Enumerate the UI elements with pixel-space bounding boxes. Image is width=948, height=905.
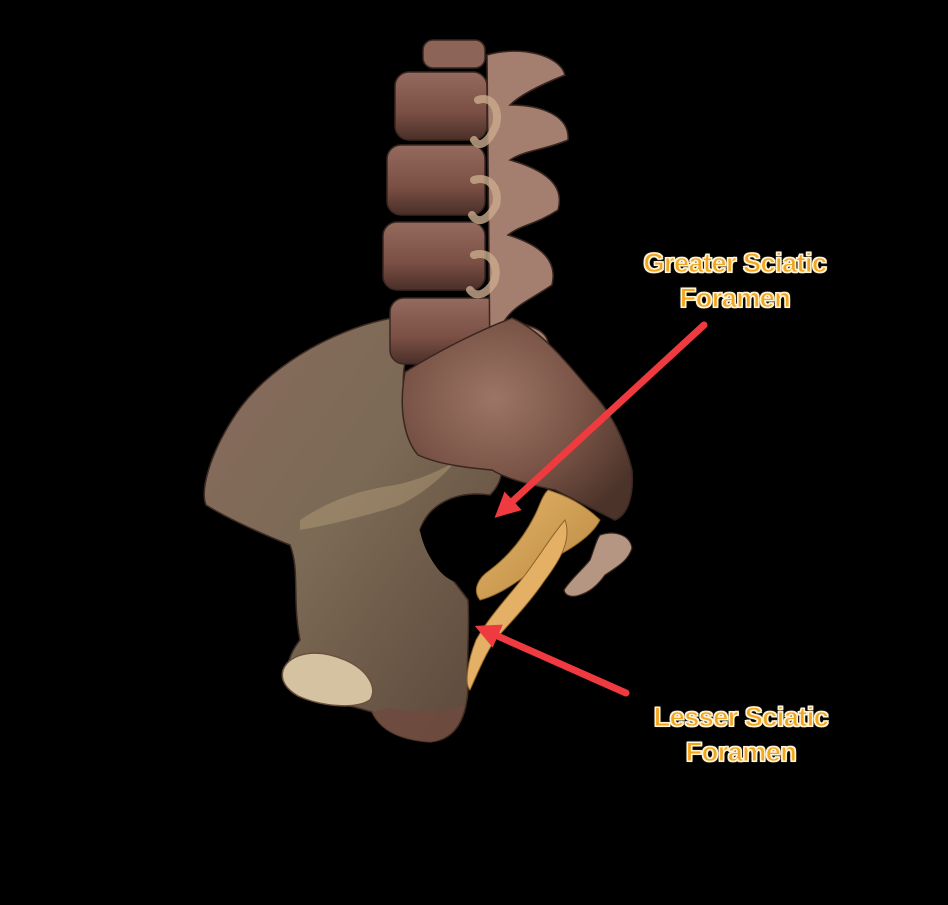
greater-sciatic-foramen-label: Greater Sciatic Foramen [620, 246, 850, 316]
acetabulum [281, 652, 374, 707]
vertebra-l1 [394, 71, 488, 141]
vertebra-top [422, 39, 486, 69]
greater-sciatic-label-line1: Greater Sciatic [643, 248, 828, 279]
sacrum [401, 317, 634, 597]
sacrum-body [401, 317, 634, 521]
lesser-sciatic-arrow [474, 624, 630, 697]
greater-sciatic-notch [420, 495, 495, 583]
hip-bone [203, 317, 503, 743]
iliac-highlight [300, 462, 455, 530]
vertebra-l3 [382, 221, 486, 291]
sacrospinous-ligament [475, 489, 601, 601]
lumbar-spine [382, 39, 569, 367]
greater-sciatic-label-line2: Foramen [679, 283, 791, 314]
greater-sciatic-arrow [494, 321, 708, 518]
ischial-tuberosity [372, 705, 464, 742]
facet-joints [466, 95, 501, 299]
lesser-sciatic-foramen-label: Lesser Sciatic Foramen [630, 700, 852, 770]
sacrotuberous-ligament [466, 519, 568, 691]
coccyx [563, 532, 633, 597]
lesser-sciatic-label-line2: Foramen [685, 737, 797, 768]
lesser-sciatic-label-line1: Lesser Sciatic [653, 702, 829, 733]
spinous-processes [486, 50, 569, 367]
sacrotuberous-ligaments [466, 489, 601, 691]
